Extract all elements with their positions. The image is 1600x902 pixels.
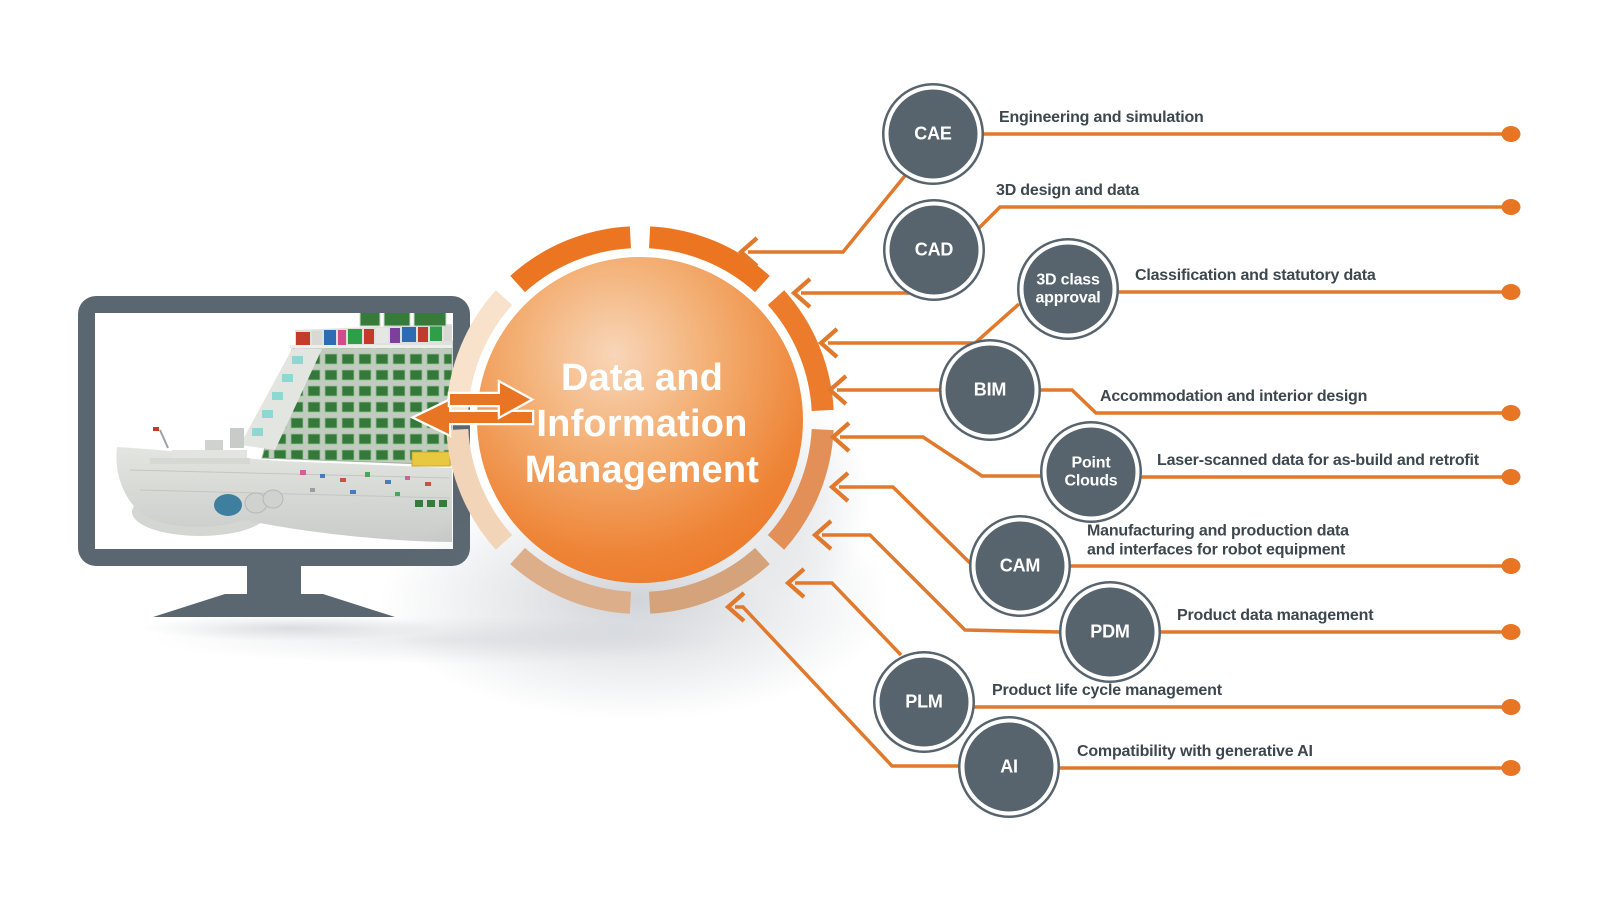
monitor: [78, 296, 730, 664]
flow-lines: [973, 132, 1506, 770]
arrow-left-icon: [817, 327, 839, 359]
connector-plm: [784, 567, 903, 657]
connector-cam: [828, 471, 972, 565]
endpoint-dot-bim: [1501, 405, 1521, 421]
endpoint-dot-ai: [1501, 760, 1521, 776]
endpoint-dot-plm: [1501, 699, 1521, 715]
endpoint-dots: [1501, 126, 1521, 776]
ring-segment-lower-right: [767, 428, 834, 550]
ring-segment-top-left: [510, 226, 632, 293]
connector-pointclouds: [829, 421, 1041, 478]
connector-pdm: [811, 519, 1062, 634]
endpoint-dot-pointclouds: [1501, 469, 1521, 485]
ring-segment-bottom-right: [648, 547, 770, 614]
endpoint-dot-cae: [1501, 126, 1521, 142]
connector-cad: [790, 277, 914, 309]
arrow-left-icon: [811, 519, 833, 551]
connector-bim: [826, 374, 941, 406]
arrow-left-icon: [828, 471, 850, 503]
endpoint-dot-class3d: [1501, 284, 1521, 300]
arrow-left-icon: [784, 567, 806, 599]
flow-line-cad: [975, 205, 1506, 232]
connector-class3d: [817, 302, 1021, 359]
ring-segment-bottom-left: [510, 547, 632, 614]
monitor-stand-base: [153, 594, 395, 617]
arrow-left-icon: [724, 591, 746, 623]
flow-line-bim: [1039, 388, 1506, 415]
endpoint-dot-cad: [1501, 199, 1521, 215]
ship-render: [116, 313, 453, 542]
endpoint-dot-cam: [1501, 558, 1521, 574]
arrow-right-part: [447, 379, 535, 420]
monitor-stand-neck: [247, 566, 301, 594]
center-connectors: [724, 170, 1062, 768]
arrow-left-part: [409, 397, 535, 438]
endpoint-dot-pdm: [1501, 624, 1521, 640]
center-circle: [477, 257, 803, 583]
arrow-left-icon: [737, 236, 759, 268]
ring-segment-top-right: [648, 226, 770, 293]
ring-segment-left-lower: [446, 428, 513, 550]
arrow-left-icon: [826, 374, 848, 406]
arrow-left-icon: [790, 277, 812, 309]
swap-arrows-icon: [409, 379, 535, 438]
ring-segment-right: [767, 290, 834, 412]
connector-cae: [737, 170, 910, 268]
connector-ai: [724, 591, 962, 768]
arrow-left-icon: [829, 421, 851, 453]
